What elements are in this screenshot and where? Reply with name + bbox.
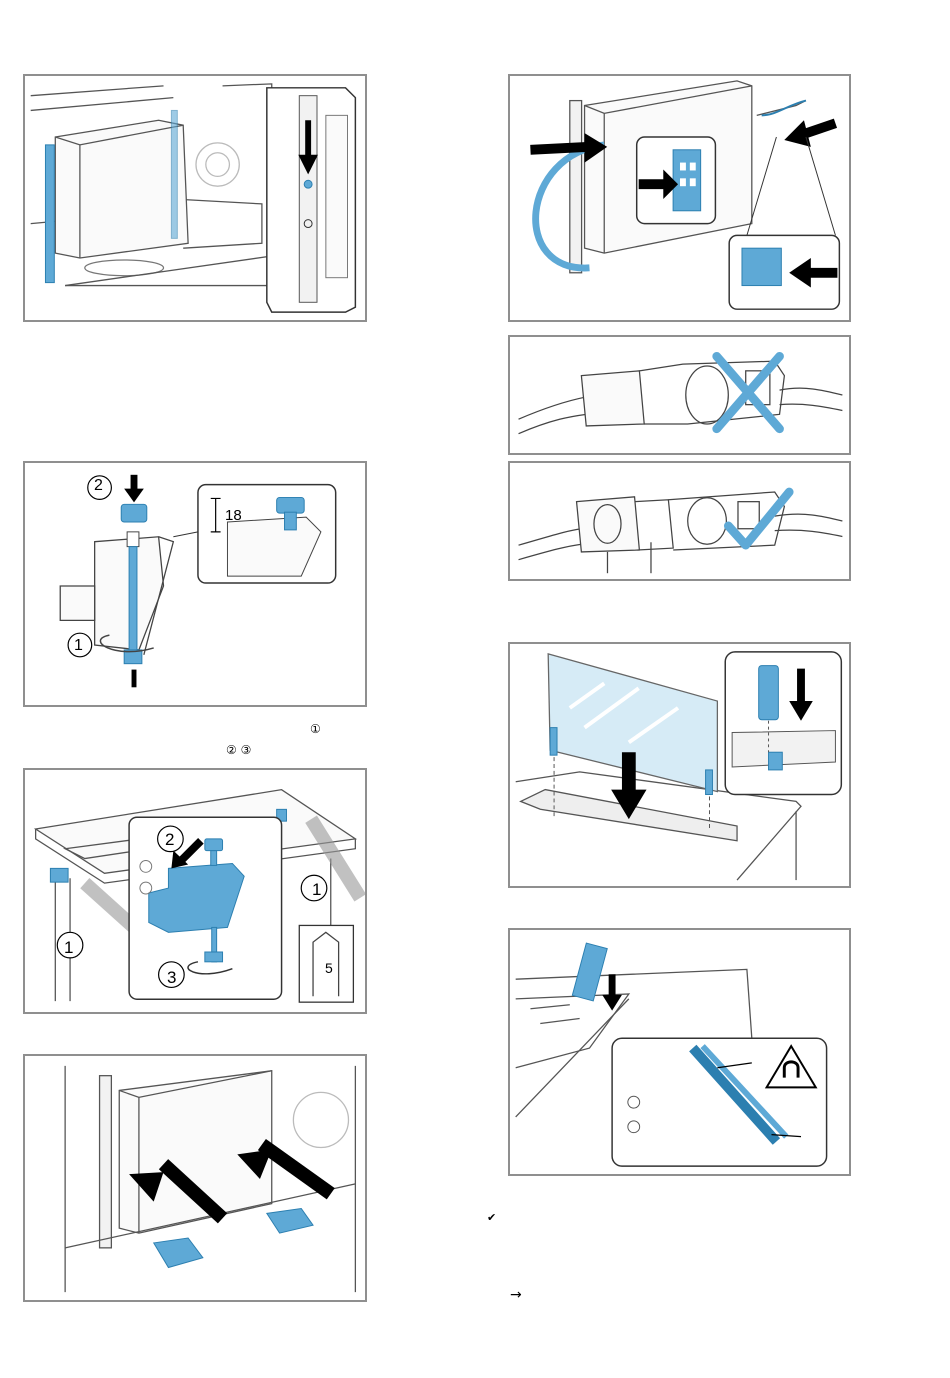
marker-circle-one: ① xyxy=(310,722,321,736)
magnetic-strip-illustration xyxy=(510,930,849,1174)
knob-height-illustration xyxy=(25,463,365,705)
check-mark-icon: ✔ xyxy=(487,1211,496,1225)
arrow-icon: → xyxy=(510,1288,522,1302)
figure-glass-panel xyxy=(508,642,851,888)
drawer-install-illustration xyxy=(25,1056,365,1300)
step-number-3: 3 xyxy=(167,968,176,988)
figure-connector-wrong: ✗ xyxy=(508,335,851,455)
figure-worktop-clamp: 2 1 1 3 5 xyxy=(23,768,367,1014)
figure-knob-height: 2 1 18 xyxy=(23,461,367,707)
step-number-2: 2 xyxy=(94,477,103,495)
tool-size-label: 5 xyxy=(325,960,333,976)
figure-cable-connection xyxy=(508,74,851,322)
figure-magnetic-strip xyxy=(508,928,851,1176)
glass-panel-illustration xyxy=(510,644,849,886)
step-number-2: 2 xyxy=(165,830,174,850)
step-number-1: 1 xyxy=(74,637,83,655)
figure-drawer-install xyxy=(23,1054,367,1302)
connector-correct-illustration xyxy=(510,463,849,579)
figure-connector-correct: ✓ xyxy=(508,461,851,581)
step-number-1-left: 1 xyxy=(64,938,73,958)
figure-box-mounting xyxy=(23,74,367,322)
box-mounting-illustration xyxy=(25,76,365,320)
connector-wrong-illustration xyxy=(510,337,849,453)
cable-connection-illustration xyxy=(510,76,849,320)
dimension-label: 18 xyxy=(225,507,242,524)
marker-circle-two-three: ② ③ xyxy=(226,743,251,757)
step-number-1-right: 1 xyxy=(312,880,321,900)
